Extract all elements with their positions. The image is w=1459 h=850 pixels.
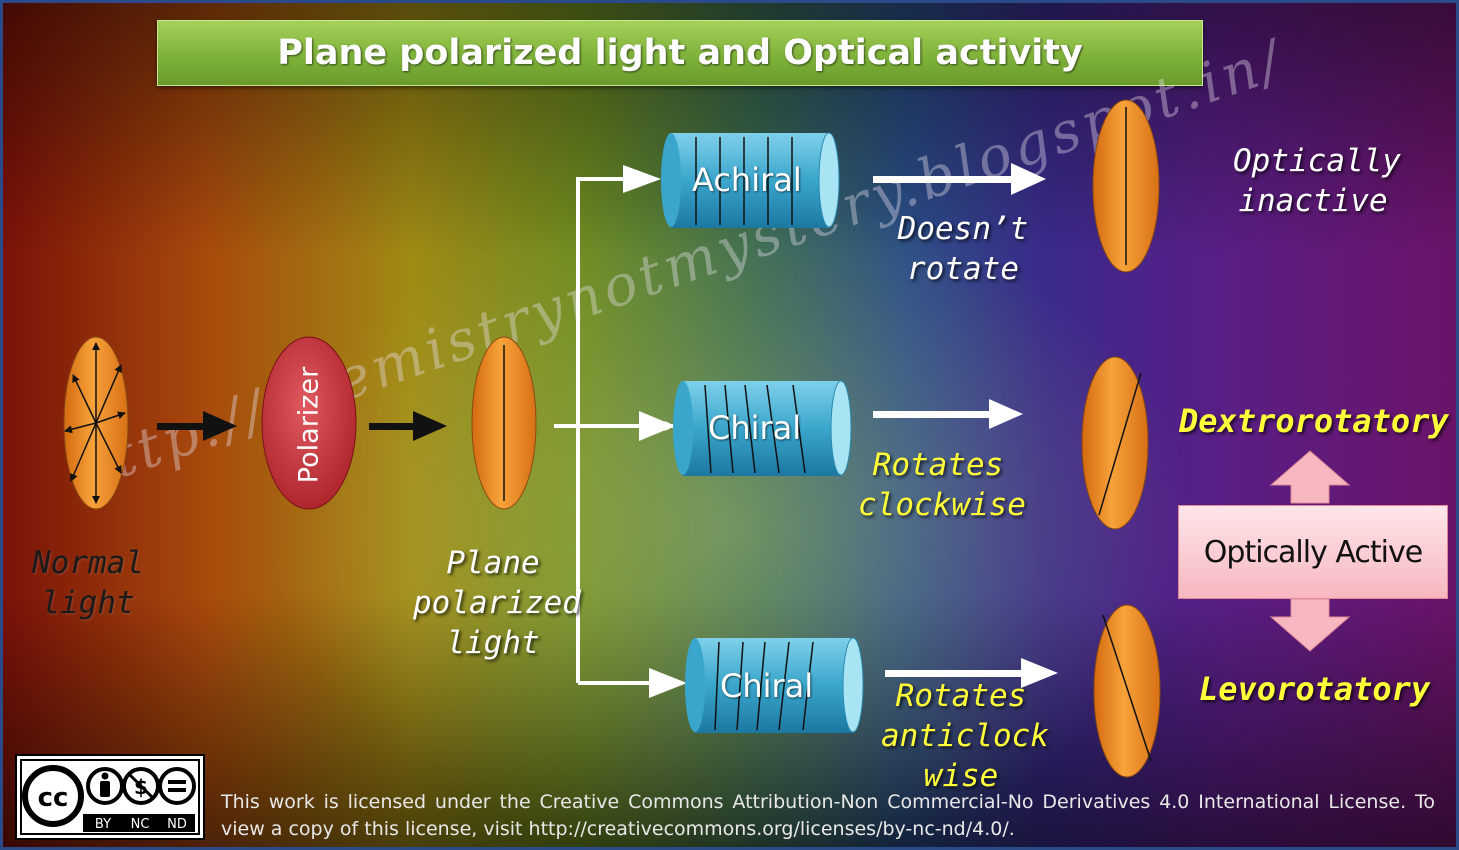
achiral-cylinder xyxy=(661,132,840,228)
arrow-chiral-top-out xyxy=(873,399,1023,429)
levorotatory-label: Levorotatory xyxy=(1199,670,1431,708)
title-banner: Plane polarized light and Optical activi… xyxy=(157,20,1203,86)
polarizer-disc xyxy=(261,336,357,510)
chiral-bottom-label: Chiral xyxy=(720,667,814,705)
arrow-achiral-out xyxy=(873,163,1046,195)
by-icon xyxy=(86,767,124,805)
achiral-label: Achiral xyxy=(692,161,802,199)
arrow-chiral-bottom-out xyxy=(885,658,1058,688)
arrow-to-achiral xyxy=(623,165,661,193)
rotates-clockwise-label: Rotates clockwise xyxy=(858,447,1026,523)
optically-inactive-label: Optically inactive xyxy=(1233,143,1401,219)
arrow-to-chiral-top xyxy=(639,411,675,441)
doesnt-rotate-label: Doesn’t rotate xyxy=(897,211,1029,287)
nc-icon: $ xyxy=(122,767,160,805)
arrow-normal-to-polarizer xyxy=(157,411,237,441)
plane-polarized-ellipse xyxy=(471,336,537,510)
normal-light-ellipse xyxy=(63,336,129,510)
svg-text:cc: cc xyxy=(38,783,69,813)
by-text: BY xyxy=(95,817,111,832)
chiral-cylinder-bottom xyxy=(685,637,864,733)
dextrorotatory-label: Dextrorotatory xyxy=(1179,402,1449,440)
cc-icon: cc xyxy=(22,765,84,827)
chiral-top-label: Chiral xyxy=(708,409,802,447)
license-text: This work is licensed under the Creative… xyxy=(221,791,1435,840)
nd-icon xyxy=(158,767,196,805)
optically-active-double-arrow xyxy=(1269,450,1351,652)
output-ellipse-inactive xyxy=(1092,99,1160,273)
normal-light-label: Normal light xyxy=(32,545,144,621)
arrow-polarizer-to-plane xyxy=(369,411,447,441)
plane-polarized-label: Plane polarized light xyxy=(413,545,581,661)
optically-active-label: Optically Active xyxy=(1203,534,1423,570)
chiral-cylinder-top xyxy=(673,380,852,476)
output-ellipse-levo xyxy=(1093,604,1161,778)
optically-active-box: Optically Active xyxy=(1178,505,1448,599)
arrow-to-chiral-bottom xyxy=(649,668,687,698)
rotates-anticlock-label: Rotates anticlock wise xyxy=(881,678,1049,794)
nc-text: NC xyxy=(131,817,150,832)
cc-license-badge[interactable]: cc $ BY NC ND xyxy=(15,754,205,840)
diagram-graphics xyxy=(63,99,1351,778)
output-ellipse-dextro xyxy=(1081,356,1149,530)
page-title: Plane polarized light and Optical activi… xyxy=(277,33,1083,73)
nd-text: ND xyxy=(167,817,187,832)
polarizer-label: Polarizer xyxy=(293,366,325,484)
